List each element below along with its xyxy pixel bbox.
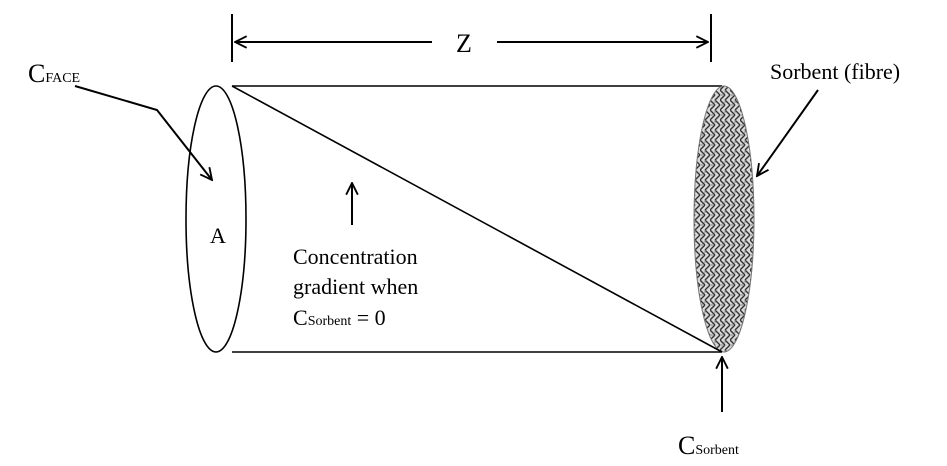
gradient-label-line2: gradient when — [293, 274, 418, 299]
face-ellipse — [185, 85, 247, 353]
sorbent-fibre-disc — [693, 85, 755, 353]
c-sorbent-label: CSorbent — [678, 431, 739, 460]
sorbent-label: Sorbent (fibre) — [770, 59, 900, 84]
length-label: Z — [456, 29, 472, 58]
gradient-label-line3: CSorbent = 0 — [293, 305, 386, 330]
sorbent-leader-arrow — [757, 89, 819, 176]
c-face-label: CFACE — [28, 59, 80, 88]
gradient-label-line1: Concentration — [293, 244, 418, 269]
area-label: A — [210, 223, 226, 248]
concentration-gradient-line — [231, 85, 723, 353]
c-face-leader-arrow — [74, 85, 212, 180]
